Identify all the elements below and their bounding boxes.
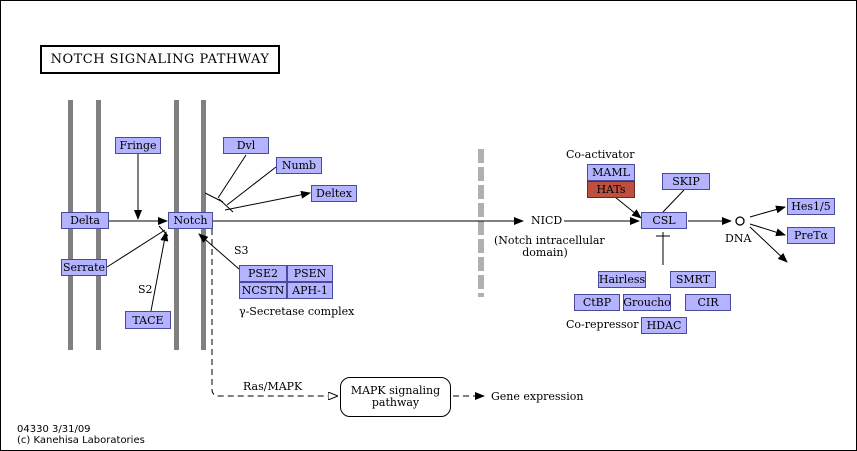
- gene-pse2[interactable]: PSE2: [239, 265, 287, 282]
- label-ras-mapk: Ras/MAPK: [243, 380, 303, 393]
- gene-psen[interactable]: PSEN: [287, 265, 333, 282]
- gene-ncstn[interactable]: NCSTN: [239, 282, 287, 299]
- label-s3: S3: [234, 244, 249, 257]
- gene-csl[interactable]: CSL: [641, 212, 687, 229]
- dna-node: [735, 216, 745, 226]
- label-s2: S2: [138, 283, 153, 296]
- gene-serrate[interactable]: Serrate: [61, 259, 107, 276]
- gene-groucho[interactable]: Groucho: [623, 294, 671, 311]
- page-title: NOTCH SIGNALING PATHWAY: [40, 45, 280, 74]
- gene-smrt[interactable]: SMRT: [670, 271, 716, 288]
- gene-hairless[interactable]: Hairless: [598, 271, 646, 288]
- gene-notch[interactable]: Notch: [168, 212, 213, 229]
- label-co-activator: Co-activator: [566, 148, 635, 161]
- label-gene-expression: Gene expression: [491, 390, 584, 403]
- label-nicd: NICD: [531, 214, 563, 227]
- gene-tace[interactable]: TACE: [125, 311, 171, 329]
- gene-maml[interactable]: MAML: [587, 164, 635, 181]
- gene-hdac[interactable]: HDAC: [641, 317, 687, 334]
- footer-id-date: 04330 3/31/09: [17, 424, 91, 435]
- gene-hats[interactable]: HATs: [587, 181, 635, 198]
- gene-delta[interactable]: Delta: [61, 212, 109, 229]
- footer-copyright: (c) Kanehisa Laboratories: [17, 435, 145, 446]
- gene-dvl[interactable]: Dvl: [223, 137, 269, 154]
- label-nicd-desc: (Notch intracellular domain): [494, 234, 605, 259]
- label-dna: DNA: [725, 232, 752, 245]
- gene-cir[interactable]: CIR: [685, 294, 731, 311]
- label-nicd-desc-line2: domain): [522, 246, 568, 259]
- gene-numb[interactable]: Numb: [276, 157, 322, 174]
- gene-skip[interactable]: SKIP: [662, 173, 710, 190]
- gene-hes1-5[interactable]: Hes1/5: [787, 198, 835, 215]
- label-nicd-desc-line1: (Notch intracellular: [494, 234, 605, 247]
- gene-fringe[interactable]: Fringe: [115, 137, 161, 154]
- gene-aph1[interactable]: APH-1: [287, 282, 333, 299]
- map-line1: MAPK signaling: [350, 384, 441, 397]
- gene-pretalpha[interactable]: PreTα: [787, 227, 835, 244]
- map-line2: pathway: [371, 396, 420, 409]
- label-co-repressor: Co-repressor: [566, 318, 639, 331]
- label-gamma-secretase: γ-Secretase complex: [239, 305, 355, 318]
- gene-deltex[interactable]: Deltex: [311, 185, 357, 202]
- map-mapk-signaling-pathway[interactable]: MAPK signaling pathway: [340, 377, 451, 417]
- gene-ctbp[interactable]: CtBP: [574, 294, 620, 311]
